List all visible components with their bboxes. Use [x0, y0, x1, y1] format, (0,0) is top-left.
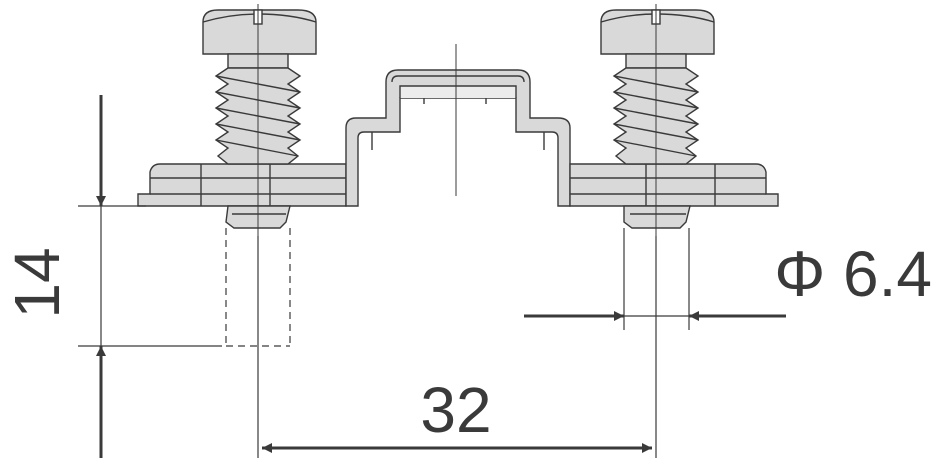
center-lines [257, 4, 657, 236]
hidden-screw-outline [225, 228, 291, 347]
right-flange [569, 163, 779, 207]
right-screw-head [600, 9, 715, 55]
diameter-dimension-label: Φ 6.4 [774, 238, 932, 310]
spacing-dimension-label: 32 [420, 374, 491, 446]
diameter-dimension [524, 228, 786, 330]
left-flange [137, 163, 347, 207]
left-screw-head [202, 9, 317, 55]
height-dimension [78, 95, 222, 458]
mounting-plate [137, 69, 779, 207]
spacing-dimension [257, 236, 657, 458]
height-dimension-label: 14 [1, 247, 73, 318]
